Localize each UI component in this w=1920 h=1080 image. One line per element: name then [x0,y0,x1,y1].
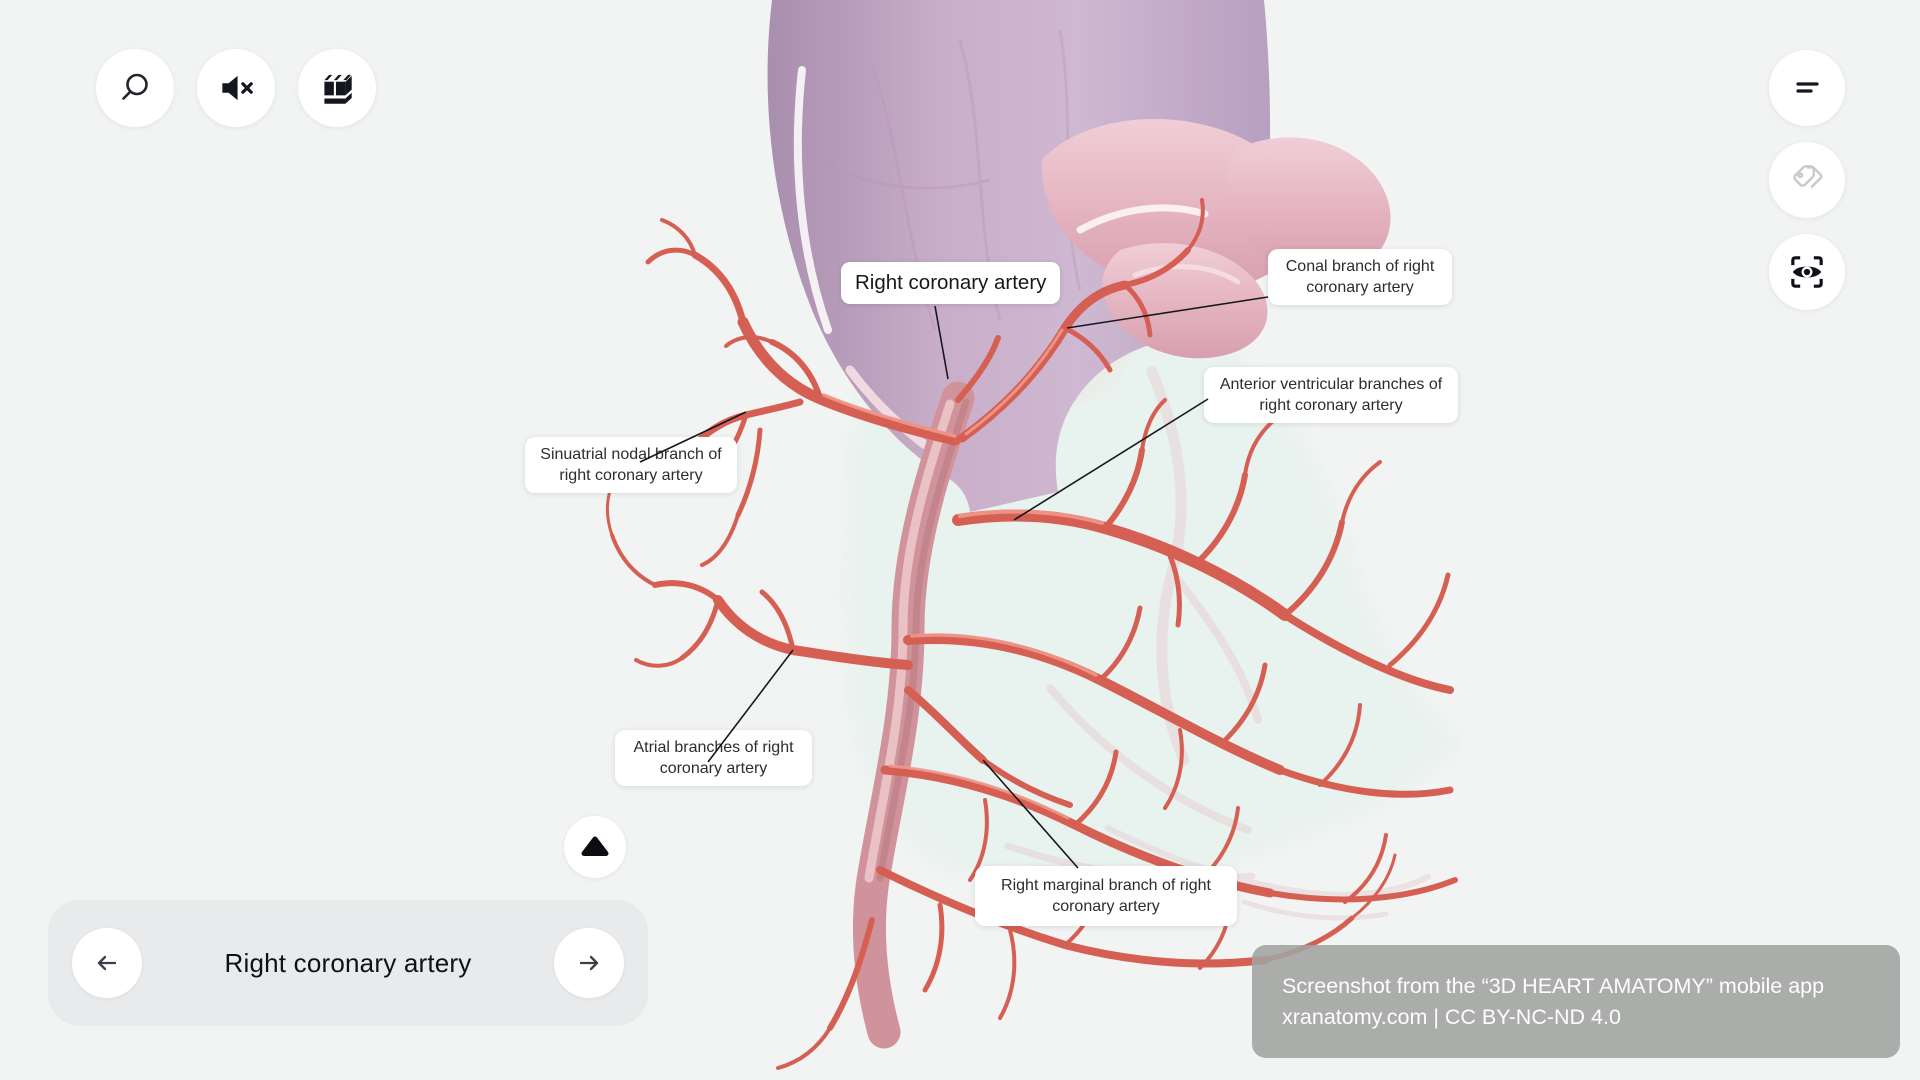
previous-structure-button[interactable] [72,928,142,998]
annotation-marginal-label: Right marginal branch of right coronary … [1001,876,1211,915]
layers-button[interactable] [298,49,376,127]
triangle-up-icon [581,836,609,856]
volume-muted-icon [222,75,253,101]
search-icon [122,73,148,100]
attribution-line2: xranatomy.com | CC BY-NC-ND 4.0 [1282,1005,1621,1029]
annotation-conal-label: Conal branch of right coronary artery [1285,258,1435,297]
attribution-banner: Screenshot from the “3D HEART AMATOMY” m… [1252,945,1900,1058]
tags-button[interactable] [1769,142,1845,218]
aorta-shine [793,66,832,334]
rca-trunk [852,381,975,1049]
layers-icon [324,74,352,104]
attribution-line1: Screenshot from the “3D HEART AMATOMY” m… [1282,974,1825,998]
structure-nav-bar: Right coronary artery [48,900,648,1026]
structure-title: Right coronary artery [224,947,472,978]
expand-panel-button[interactable] [564,816,626,878]
mute-button[interactable] [197,49,275,127]
annotation-sinuatrial-label: Sinuatrial nodal branch of right coronar… [540,446,722,485]
annotation-anterior-label: Anterior ventricular branches of right c… [1219,376,1443,415]
annotation-conal: Conal branch of right coronary artery [1268,249,1452,306]
annotation-rca-label: Right coronary artery [855,271,1047,295]
annotation-atrial-label: Atrial branches of right coronary artery [633,739,794,778]
search-button[interactable] [96,49,174,127]
tags-icon [1793,165,1823,189]
annotation-atrial: Atrial branches of right coronary artery [615,730,812,787]
scan-view-button[interactable] [1769,234,1845,310]
annotation-anterior: Anterior ventricular branches of right c… [1204,367,1458,424]
arrow-left-icon [97,955,117,971]
annotation-marginal: Right marginal branch of right coronary … [975,866,1237,926]
annotation-sinuatrial: Sinuatrial nodal branch of right coronar… [525,437,737,494]
annotation-rca: Right coronary artery [841,262,1061,304]
next-structure-button[interactable] [554,928,624,998]
menu-button[interactable] [1769,50,1845,126]
menu-lines-icon [1796,82,1819,93]
arrow-right-icon [579,955,599,971]
eye-scan-icon [1791,256,1823,288]
